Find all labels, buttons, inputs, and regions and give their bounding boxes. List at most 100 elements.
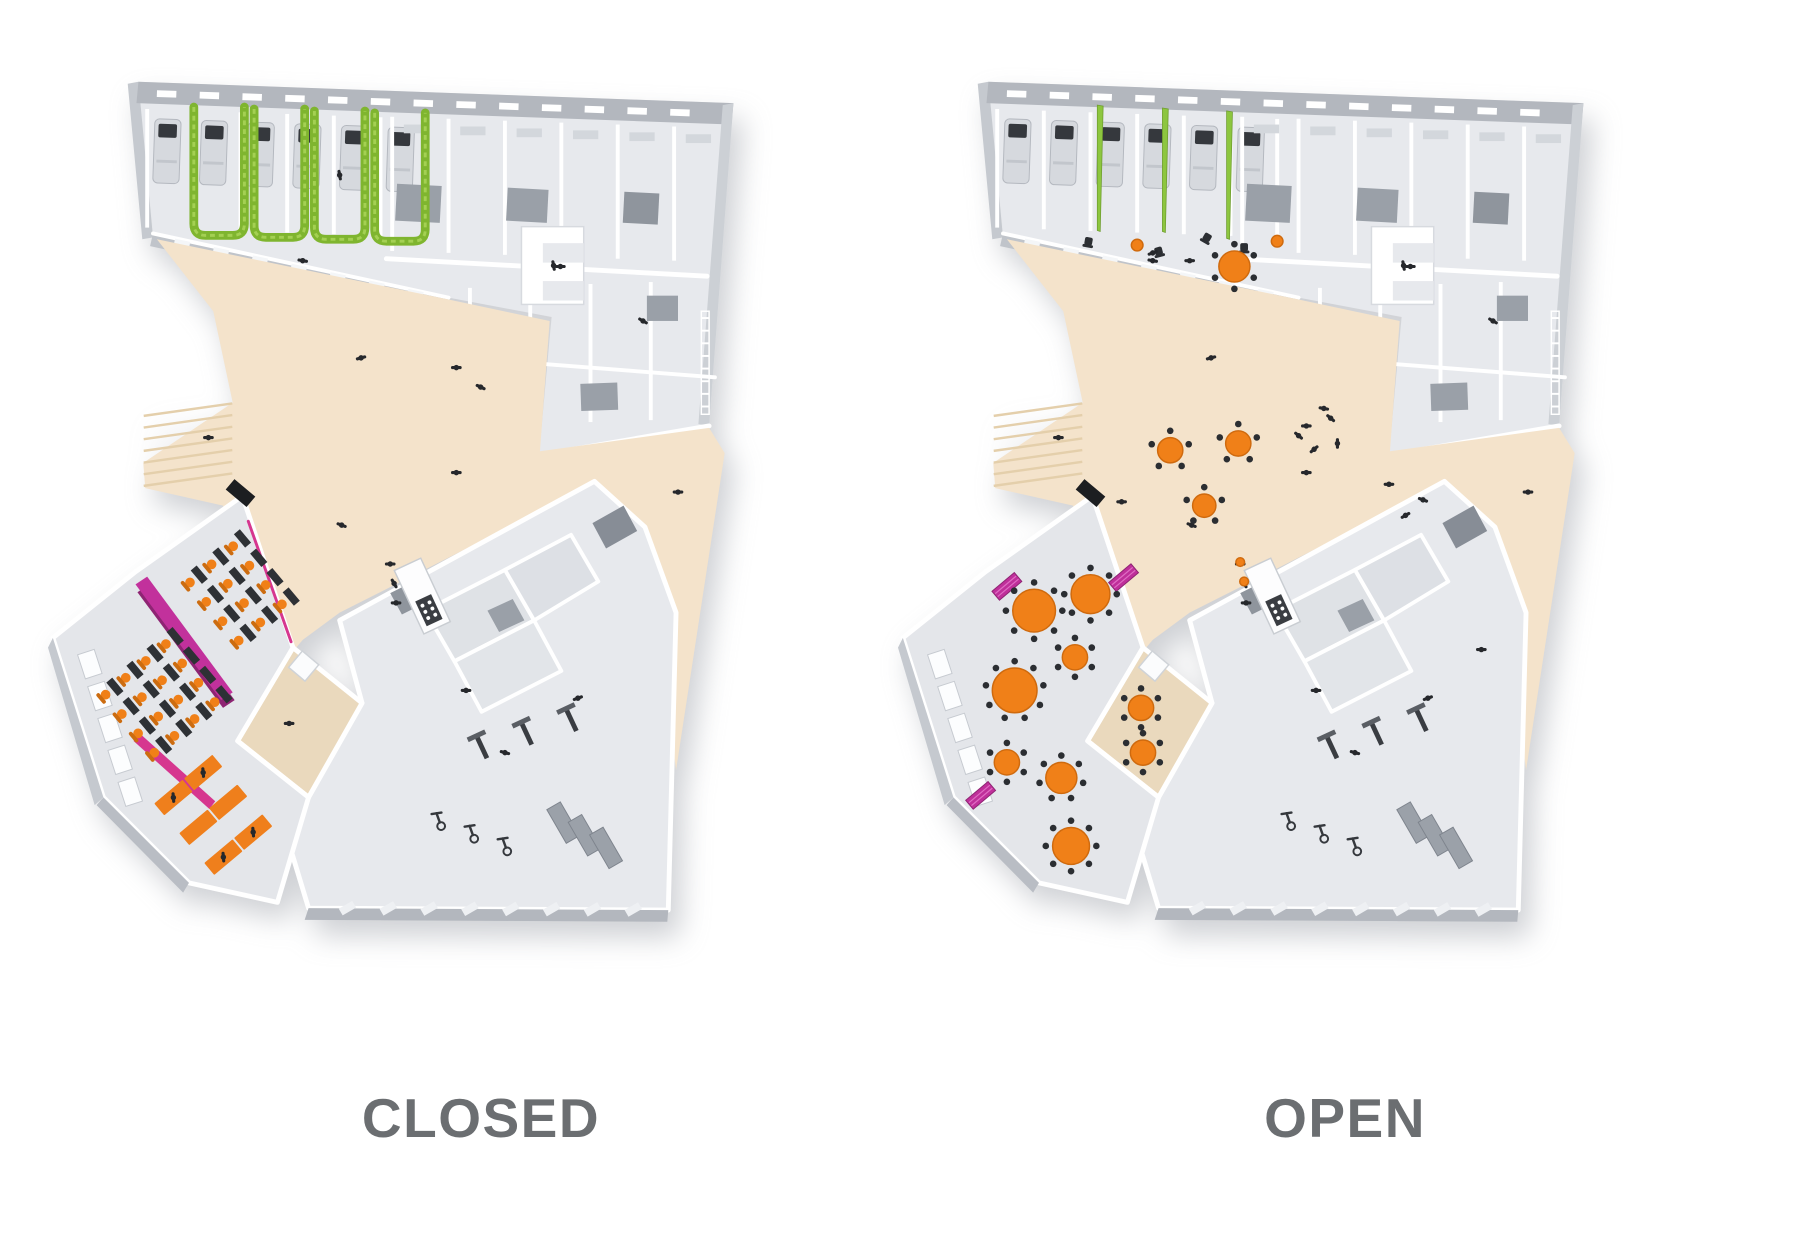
person-on-mat — [220, 851, 227, 863]
spin-bike — [463, 823, 480, 844]
people — [1116, 499, 1127, 505]
class-cabinets — [107, 744, 133, 776]
chair-back — [148, 714, 159, 726]
people — [1294, 431, 1304, 440]
table-chair — [1105, 572, 1113, 579]
table-chair — [1253, 434, 1261, 441]
fold-line — [1111, 566, 1134, 586]
desk-unit — [172, 646, 201, 673]
office-skylights — [1535, 134, 1562, 144]
person-head — [1295, 432, 1302, 439]
gym-bottom-windows — [1270, 901, 1288, 916]
table-chair — [1048, 794, 1055, 802]
rect — [474, 734, 490, 760]
table-chair — [1067, 794, 1075, 802]
table-chair — [1036, 701, 1044, 709]
person-head — [1334, 440, 1341, 447]
people — [1310, 687, 1322, 694]
desk — [266, 567, 284, 587]
courtyard-steps — [143, 448, 233, 464]
courtyard-steps — [993, 402, 1083, 418]
desk — [223, 604, 241, 623]
chair-desk — [156, 627, 184, 654]
classroom-desks-b — [96, 627, 233, 762]
bed-fold — [1052, 161, 1074, 165]
desk-unit — [96, 677, 124, 704]
wall-ladder-rungs — [701, 329, 710, 332]
desk — [244, 586, 262, 605]
table-chair — [1042, 842, 1050, 850]
gym-dark-floor — [1442, 505, 1488, 549]
bed-fold — [156, 159, 177, 164]
treadmill — [567, 813, 602, 857]
treadmill — [546, 801, 581, 845]
top-wall-windows — [1006, 90, 1027, 98]
orange-stool — [1130, 238, 1144, 252]
top-wall-windows — [1049, 91, 1070, 100]
people — [1300, 469, 1312, 476]
circle — [1270, 603, 1275, 608]
bed-fold — [202, 161, 224, 165]
class-wing-band — [946, 797, 1039, 893]
class-cabinets — [957, 744, 983, 776]
bed-bay-walls — [1041, 110, 1046, 230]
wall-ladder-rungs — [701, 392, 710, 395]
top-wall-windows — [1391, 104, 1412, 112]
chair-desk — [152, 663, 180, 690]
table-chair — [1218, 496, 1226, 504]
chair-seat — [173, 694, 184, 705]
bed-fold — [1006, 159, 1027, 164]
people — [1147, 257, 1159, 264]
desk-chair — [1199, 232, 1212, 245]
chair-seat — [228, 541, 239, 552]
partition-wall — [135, 576, 233, 701]
desk — [199, 665, 217, 685]
desk — [190, 565, 208, 584]
chair-seat — [137, 692, 147, 703]
round-table — [993, 748, 1021, 776]
table-chair — [1059, 607, 1066, 614]
table-chair — [1120, 694, 1128, 702]
table-chair — [1246, 455, 1254, 463]
bed-pillow — [344, 130, 364, 145]
bed-corridor-windows — [1062, 247, 1080, 256]
desk-unit — [223, 529, 252, 556]
wall-ladder-rungs — [1551, 329, 1560, 332]
gym-bottom-windows — [420, 901, 438, 916]
table-chair — [992, 664, 1000, 672]
bed-bay-walls — [1088, 112, 1093, 231]
floorplan-closed — [48, 66, 748, 922]
chair-desk — [96, 677, 124, 704]
gym-bottom-windows — [1474, 902, 1492, 917]
bed-corridor-wall — [151, 231, 451, 300]
people — [1405, 263, 1416, 270]
table-chair — [1068, 609, 1076, 617]
chair-seat — [239, 598, 249, 608]
table-chair — [1087, 564, 1094, 572]
folded-partition — [991, 571, 1023, 601]
person-head — [300, 257, 306, 264]
label-closed: CLOSED — [361, 1087, 601, 1149]
reception-desk-notch — [1392, 243, 1434, 263]
circle — [1280, 606, 1285, 611]
reception-desk-notch — [1392, 281, 1434, 301]
round-table — [1224, 430, 1252, 457]
people — [1417, 496, 1429, 503]
gym-dark-floor — [1337, 599, 1375, 633]
chair-seat — [1240, 243, 1248, 251]
chair-back — [1154, 253, 1166, 259]
table-chair — [1139, 768, 1147, 776]
table-chair — [1250, 252, 1258, 259]
gym-bench — [1406, 702, 1429, 733]
chair-desk — [205, 685, 233, 712]
chair-desk — [189, 665, 217, 692]
chair-desk — [128, 716, 156, 743]
chair-seat — [260, 580, 271, 590]
desk-unit — [218, 566, 246, 593]
person-head — [1118, 499, 1125, 505]
table-chair — [1040, 682, 1047, 689]
table-chair — [1085, 824, 1093, 832]
chair-seat — [169, 731, 180, 741]
table-chair — [1183, 496, 1190, 504]
spin-bike — [1313, 823, 1330, 844]
